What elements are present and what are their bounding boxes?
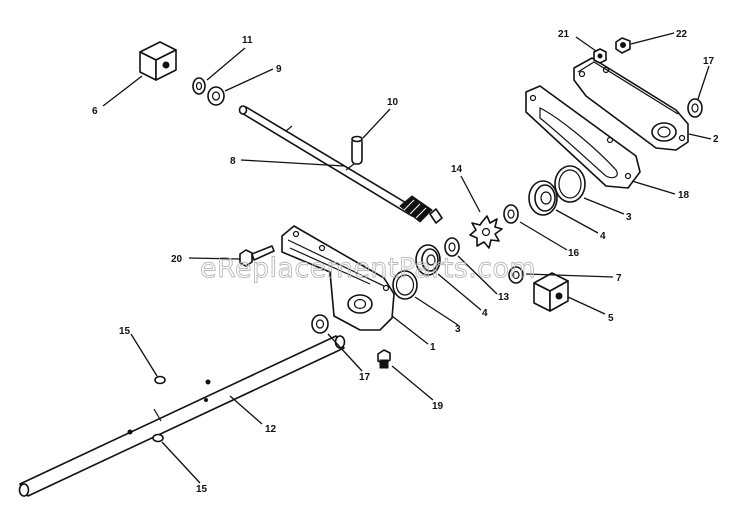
part-15-key-lower <box>152 433 164 443</box>
callout-21: 21 <box>558 29 570 40</box>
part-12-axle <box>18 335 346 497</box>
callout-18: 18 <box>678 190 690 201</box>
callout-3-lower: 3 <box>455 324 461 335</box>
callout-7: 7 <box>616 273 622 284</box>
callout-14: 14 <box>451 164 463 175</box>
part-21-nut <box>593 48 607 64</box>
part-3-ring-right <box>554 165 586 203</box>
part-2-gear-case <box>573 57 689 151</box>
callout-6: 6 <box>92 106 98 117</box>
callout-15-upper: 15 <box>119 326 131 337</box>
callout-1: 1 <box>430 342 436 353</box>
callout-17-upper: 17 <box>703 56 715 67</box>
part-13-washer <box>444 237 460 257</box>
callout-17-lower: 17 <box>359 372 371 383</box>
part-17-washer-upper <box>687 98 703 118</box>
callout-11: 11 <box>242 35 253 46</box>
callout-10: 10 <box>387 97 399 108</box>
callout-4-right: 4 <box>600 231 606 242</box>
worm-gear <box>399 195 433 223</box>
part-19-grease-fitting <box>377 349 391 369</box>
callout-5: 5 <box>608 313 614 324</box>
part-16-washer <box>503 204 519 224</box>
part-4-pulley-lower <box>415 244 441 276</box>
part-8-shaft <box>238 105 443 224</box>
part-20-bolt <box>239 245 275 267</box>
part-1-gear-case <box>281 225 395 331</box>
part-7-washer <box>508 266 524 284</box>
part-17-washer-lower <box>311 314 329 334</box>
callout-9: 9 <box>276 64 282 75</box>
watermark: eReplacementParts.com <box>200 253 536 284</box>
part-4-pulley-right <box>528 180 558 216</box>
callout-22: 22 <box>676 29 688 40</box>
callout-labels: 6 11 9 10 8 21 22 17 2 18 14 3 4 16 7 5 … <box>92 29 719 495</box>
part-9-washer <box>207 86 225 106</box>
part-22-nut <box>615 37 631 54</box>
part-3-ring-lower <box>392 270 418 300</box>
callout-19: 19 <box>432 401 444 412</box>
part-18-plate <box>525 85 641 189</box>
callout-15-lower: 15 <box>196 484 208 495</box>
part-5-block <box>533 272 569 312</box>
callout-8: 8 <box>230 156 236 167</box>
callout-20: 20 <box>171 254 183 265</box>
callout-16: 16 <box>568 248 580 259</box>
part-14-sprocket <box>469 215 503 249</box>
part-6-block <box>139 41 177 81</box>
callout-2: 2 <box>713 134 719 145</box>
callout-3-right: 3 <box>626 212 632 223</box>
callout-4-lower: 4 <box>482 308 488 319</box>
callout-12: 12 <box>265 424 277 435</box>
part-11-washer <box>192 77 206 95</box>
leader-lines <box>102 32 712 484</box>
part-15-key-upper <box>154 375 166 385</box>
callout-13: 13 <box>498 292 510 303</box>
part-10-pin <box>351 135 363 165</box>
